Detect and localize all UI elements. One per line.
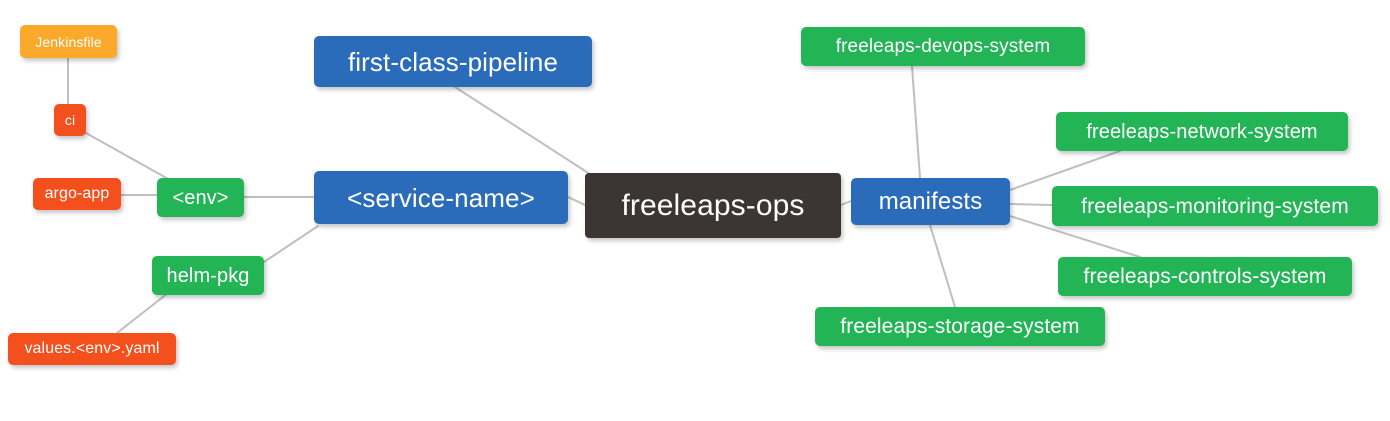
node-service-name[interactable]: <service-name>: [314, 171, 568, 224]
node-first-class[interactable]: first-class-pipeline: [314, 36, 592, 87]
edge-manifests-to-monitoring-system: [1009, 203, 1053, 206]
edge-env-to-ci: [85, 132, 171, 181]
node-helm-pkg[interactable]: helm-pkg: [152, 256, 264, 295]
node-manifests[interactable]: manifests: [851, 178, 1010, 225]
edge-root-to-first-class: [454, 86, 594, 177]
node-controls-system[interactable]: freeleaps-controls-system: [1058, 257, 1352, 296]
node-root[interactable]: freeleaps-ops: [585, 173, 841, 238]
node-ci[interactable]: ci: [54, 104, 86, 136]
edge-service-name-to-helm-pkg: [263, 225, 319, 263]
node-jenkinsfile[interactable]: Jenkinsfile: [20, 25, 117, 58]
edge-manifests-to-controls-system: [1009, 215, 1141, 258]
node-storage-system[interactable]: freeleaps-storage-system: [815, 307, 1105, 346]
edge-helm-pkg-to-values-yaml: [116, 292, 169, 334]
edge-manifests-to-network-system: [1009, 150, 1121, 191]
node-env[interactable]: <env>: [157, 178, 244, 217]
edge-manifests-to-devops-system: [911, 65, 921, 179]
node-network-system[interactable]: freeleaps-network-system: [1056, 112, 1348, 151]
node-devops-system[interactable]: freeleaps-devops-system: [801, 27, 1085, 66]
node-argo-app[interactable]: argo-app: [33, 178, 121, 210]
node-monitoring-system[interactable]: freeleaps-monitoring-system: [1052, 186, 1378, 226]
edge-root-to-manifests: [840, 200, 852, 206]
edge-manifests-to-storage-system: [929, 224, 956, 308]
edge-root-to-service-name: [567, 196, 586, 206]
node-values-yaml[interactable]: values.<env>.yaml: [8, 333, 176, 365]
